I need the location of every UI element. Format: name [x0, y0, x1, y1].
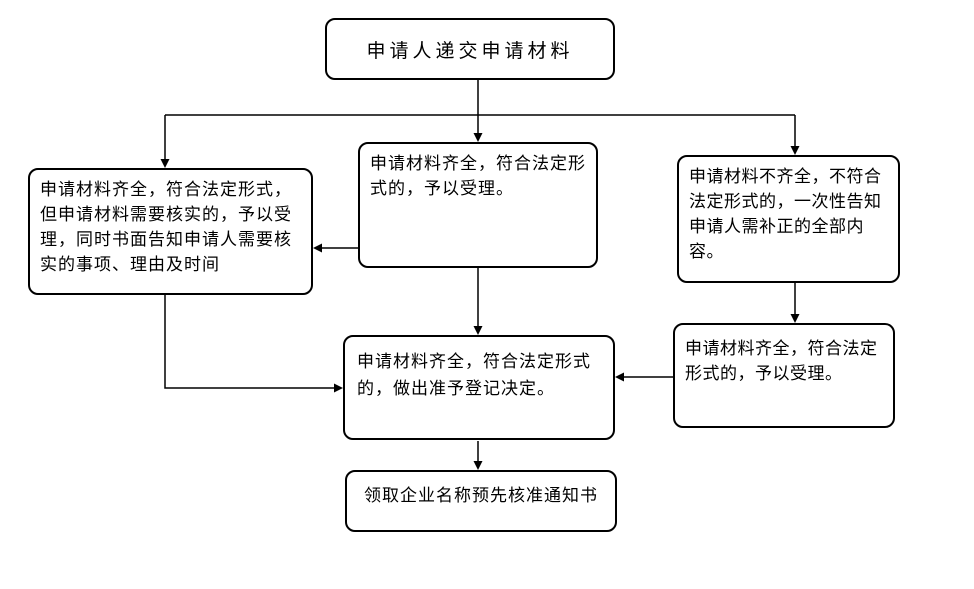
connector-accept-right-to-decision	[615, 372, 673, 382]
arrowhead-down-icon	[790, 314, 800, 323]
node-accept-complete-materials: 申请材料齐全，符合法定形 式的，予以受理。	[358, 142, 598, 268]
node-accept-with-verification: 申请材料齐全，符合法定形式， 但申请材料需要核实的，予以受 理，同时书面告知申请…	[28, 168, 313, 295]
arrowhead-down-icon	[473, 326, 483, 335]
arrowhead-down-icon	[473, 461, 483, 470]
arrowhead-down-icon	[473, 133, 483, 142]
node-accept-complete-materials-label: 申请材料齐全，符合法定形 式的，予以受理。	[370, 154, 586, 199]
arrowhead-left-icon	[313, 243, 322, 253]
node-incomplete-notify-correction: 申请材料不齐全，不符合 法定形式的，一次性告知 申请人需补正的全部内 容。	[677, 155, 900, 283]
connector-decision-to-notice	[473, 441, 483, 470]
node-registration-decision-label: 申请材料齐全，符合法定形式 的，做出准予登记决定。	[357, 352, 591, 399]
connector-accept-mid-to-verify	[313, 243, 358, 253]
arrowhead-left-icon	[615, 372, 624, 382]
arrowhead-down-icon	[160, 159, 170, 168]
connector-branch-to-incomplete	[790, 115, 800, 155]
connector-incomplete-to-accept-right	[790, 283, 800, 323]
node-incomplete-notify-correction-label: 申请材料不齐全，不符合 法定形式的，一次性告知 申请人需补正的全部内 容。	[689, 167, 882, 262]
node-accept-with-verification-label: 申请材料齐全，符合法定形式， 但申请材料需要核实的，予以受 理，同时书面告知申请…	[40, 180, 292, 275]
connector-branch-to-accept-mid	[473, 115, 483, 142]
node-registration-decision: 申请材料齐全，符合法定形式 的，做出准予登记决定。	[343, 335, 615, 440]
node-submit-application-label: 申请人递交申请材料	[366, 39, 574, 62]
connector-verify-to-decision	[164, 295, 343, 393]
arrowhead-down-icon	[790, 146, 800, 155]
node-receive-approval-notice-label: 领取企业名称预先核准通知书	[364, 486, 598, 506]
connector-accept-mid-to-decision	[473, 268, 483, 335]
arrowhead-right-icon	[334, 383, 343, 393]
node-submit-application: 申请人递交申请材料	[325, 18, 615, 80]
node-accept-after-correction-label: 申请材料齐全，符合法定 形式的，予以受理。	[685, 339, 878, 384]
connector-branch-to-verify	[160, 115, 170, 168]
node-accept-after-correction: 申请材料齐全，符合法定 形式的，予以受理。	[673, 323, 895, 428]
node-receive-approval-notice: 领取企业名称预先核准通知书	[345, 470, 617, 532]
